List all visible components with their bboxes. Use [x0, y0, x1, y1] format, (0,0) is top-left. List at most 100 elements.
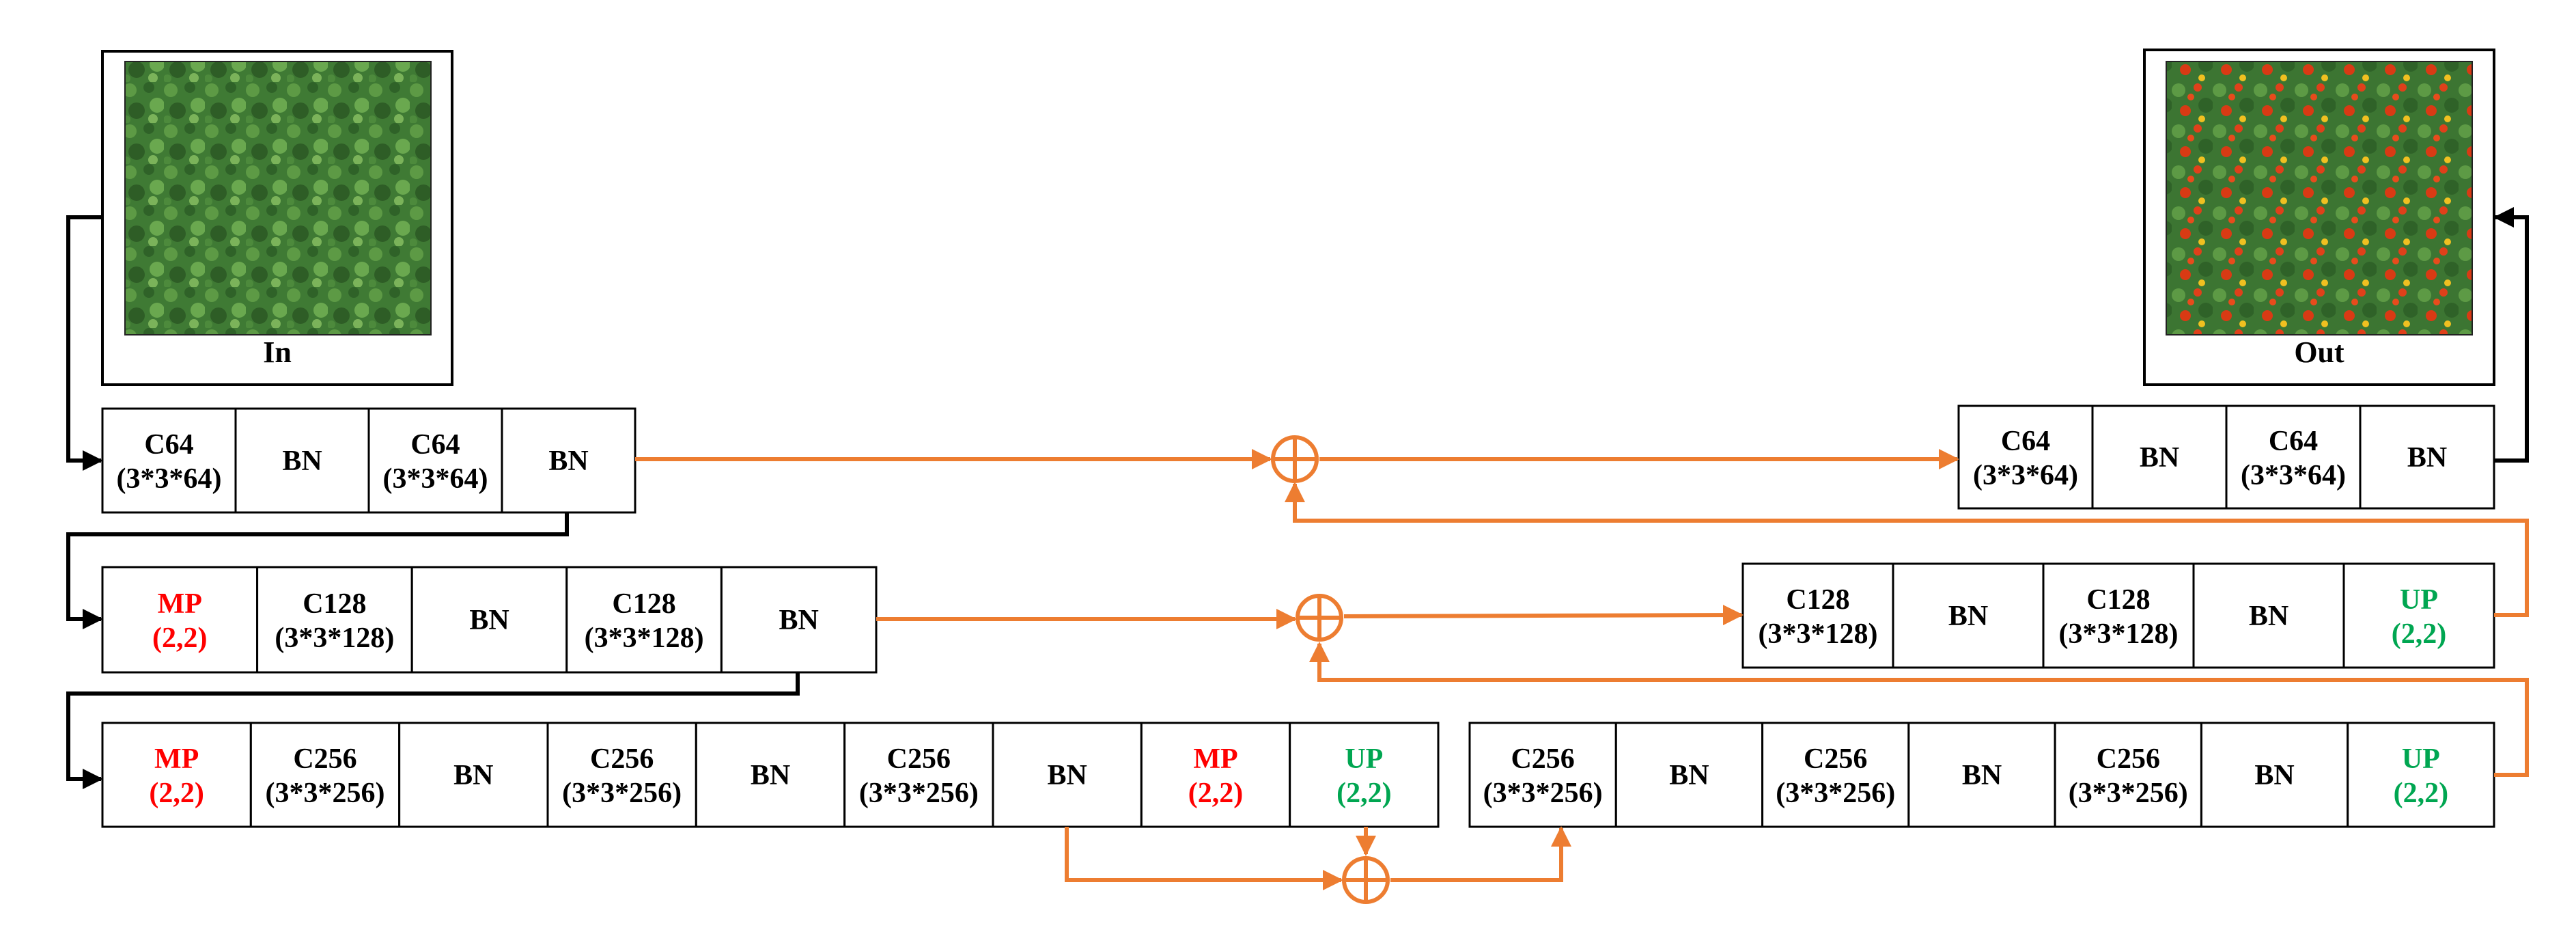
block-bn: BN: [1614, 722, 1764, 828]
block-c64: C64(3*3*64): [1957, 405, 2094, 510]
block-label: MP: [1193, 743, 1237, 775]
block-label: C128: [303, 588, 366, 620]
block-bn: BN: [2359, 405, 2495, 510]
block-label: BN: [1047, 760, 1087, 791]
block-label: C64: [410, 429, 460, 461]
decoder-row-3: C256(3*3*256)BNC256(3*3*256)BNC256(3*3*2…: [1468, 722, 2495, 828]
block-c128: C128(3*3*128): [565, 566, 723, 674]
block-params: (3*3*256): [1776, 778, 1895, 809]
block-label: C256: [887, 743, 951, 775]
block-c256: C256(3*3*256): [1761, 722, 1910, 828]
block-label: C256: [2097, 743, 2160, 775]
block-up: UP(2,2): [2347, 722, 2495, 828]
block-c256: C256(3*3*256): [2054, 722, 2202, 828]
block-label: C128: [2086, 584, 2150, 616]
block-params: (2,2): [1336, 778, 1391, 809]
block-label: BN: [469, 605, 509, 636]
block-label: BN: [2140, 442, 2179, 474]
skip-line-3-a: [1065, 827, 1343, 890]
block-bn: BN: [501, 407, 636, 514]
block-label: C256: [293, 743, 356, 775]
block-bn: BN: [992, 722, 1143, 828]
add-node-2: [1296, 594, 1343, 642]
block-params: (3*3*64): [1973, 460, 2078, 491]
block-bn: BN: [410, 566, 568, 674]
block-mp: MP(2,2): [1140, 722, 1291, 828]
block-label: C256: [1511, 743, 1574, 775]
block-params: (3*3*128): [2059, 618, 2179, 650]
block-label: BN: [2407, 442, 2447, 474]
block-params: (2,2): [1188, 778, 1243, 809]
block-bn: BN: [1907, 722, 2056, 828]
block-params: (2,2): [2394, 778, 2448, 809]
block-params: (3*3*256): [859, 778, 979, 809]
block-bn: BN: [2091, 405, 2228, 510]
block-params: (2,2): [152, 622, 207, 654]
block-bn: BN: [720, 566, 878, 674]
skip-line-2-b: [1343, 605, 1744, 626]
block-label: BN: [1962, 760, 2002, 791]
block-params: (3*3*256): [266, 778, 385, 809]
block-c256: C256(3*3*256): [843, 722, 994, 828]
block-bn: BN: [234, 407, 370, 514]
block-c256: C256(3*3*256): [546, 722, 697, 828]
enc2-to-enc3-arrow: [66, 672, 800, 789]
add-node-3: [1342, 856, 1390, 904]
block-label: BN: [282, 446, 322, 477]
block-c256: C256(3*3*256): [1468, 722, 1617, 828]
block-params: (3*3*256): [2069, 778, 2188, 809]
block-params: (2,2): [149, 778, 204, 809]
block-bn: BN: [2200, 722, 2349, 828]
block-label: C128: [1786, 584, 1849, 616]
block-params: (3*3*64): [383, 463, 488, 495]
block-mp: MP(2,2): [101, 566, 259, 674]
block-up: UP(2,2): [2342, 562, 2495, 669]
block-label: C256: [590, 743, 654, 775]
input-image: [124, 61, 432, 335]
input-caption: In: [263, 335, 292, 369]
input-panel: In: [101, 50, 453, 386]
block-label: BN: [453, 760, 493, 791]
block-label: UP: [2400, 584, 2438, 616]
block-bn: BN: [1892, 562, 2045, 669]
block-params: (3*3*256): [562, 778, 682, 809]
block-label: C64: [2001, 426, 2050, 457]
block-mp: MP(2,2): [101, 722, 252, 828]
block-params: (3*3*64): [117, 463, 222, 495]
block-label: BN: [779, 605, 819, 636]
block-label: C64: [144, 429, 193, 461]
block-label: C128: [612, 588, 675, 620]
decoder-to-out-arrow: [2493, 207, 2529, 463]
block-label: C64: [2269, 426, 2318, 457]
up-to-add-2: [1309, 642, 2529, 777]
block-label: BN: [751, 760, 790, 791]
block-params: (2,2): [2392, 618, 2446, 650]
block-label: BN: [1948, 601, 1988, 632]
up-to-add-1: [1285, 482, 2529, 617]
block-bn: BN: [398, 722, 549, 828]
block-c128: C128(3*3*128): [1741, 562, 1894, 669]
block-params: (3*3*64): [2241, 460, 2346, 491]
block-label: UP: [2402, 743, 2440, 775]
block-label: C256: [1804, 743, 1867, 775]
block-label: MP: [158, 588, 202, 620]
in-to-encoder-arrow: [66, 215, 103, 471]
add-node-1: [1271, 435, 1319, 483]
block-params: (3*3*128): [275, 622, 394, 654]
block-params: (3*3*128): [1759, 618, 1878, 650]
block-params: (3*3*256): [1483, 778, 1603, 809]
encoder-row-3: MP(2,2)C256(3*3*256)BNC256(3*3*256)BNC25…: [101, 722, 1440, 828]
block-c256: C256(3*3*256): [249, 722, 401, 828]
block-up: UP(2,2): [1289, 722, 1440, 828]
block-c128: C128(3*3*128): [256, 566, 413, 674]
block-bn: BN: [695, 722, 846, 828]
output-image: [2166, 61, 2473, 335]
skip-line-3-b: [1390, 826, 1571, 882]
block-label: BN: [1669, 760, 1709, 791]
output-caption: Out: [2294, 335, 2344, 369]
enc1-to-enc2-arrow: [66, 512, 569, 629]
